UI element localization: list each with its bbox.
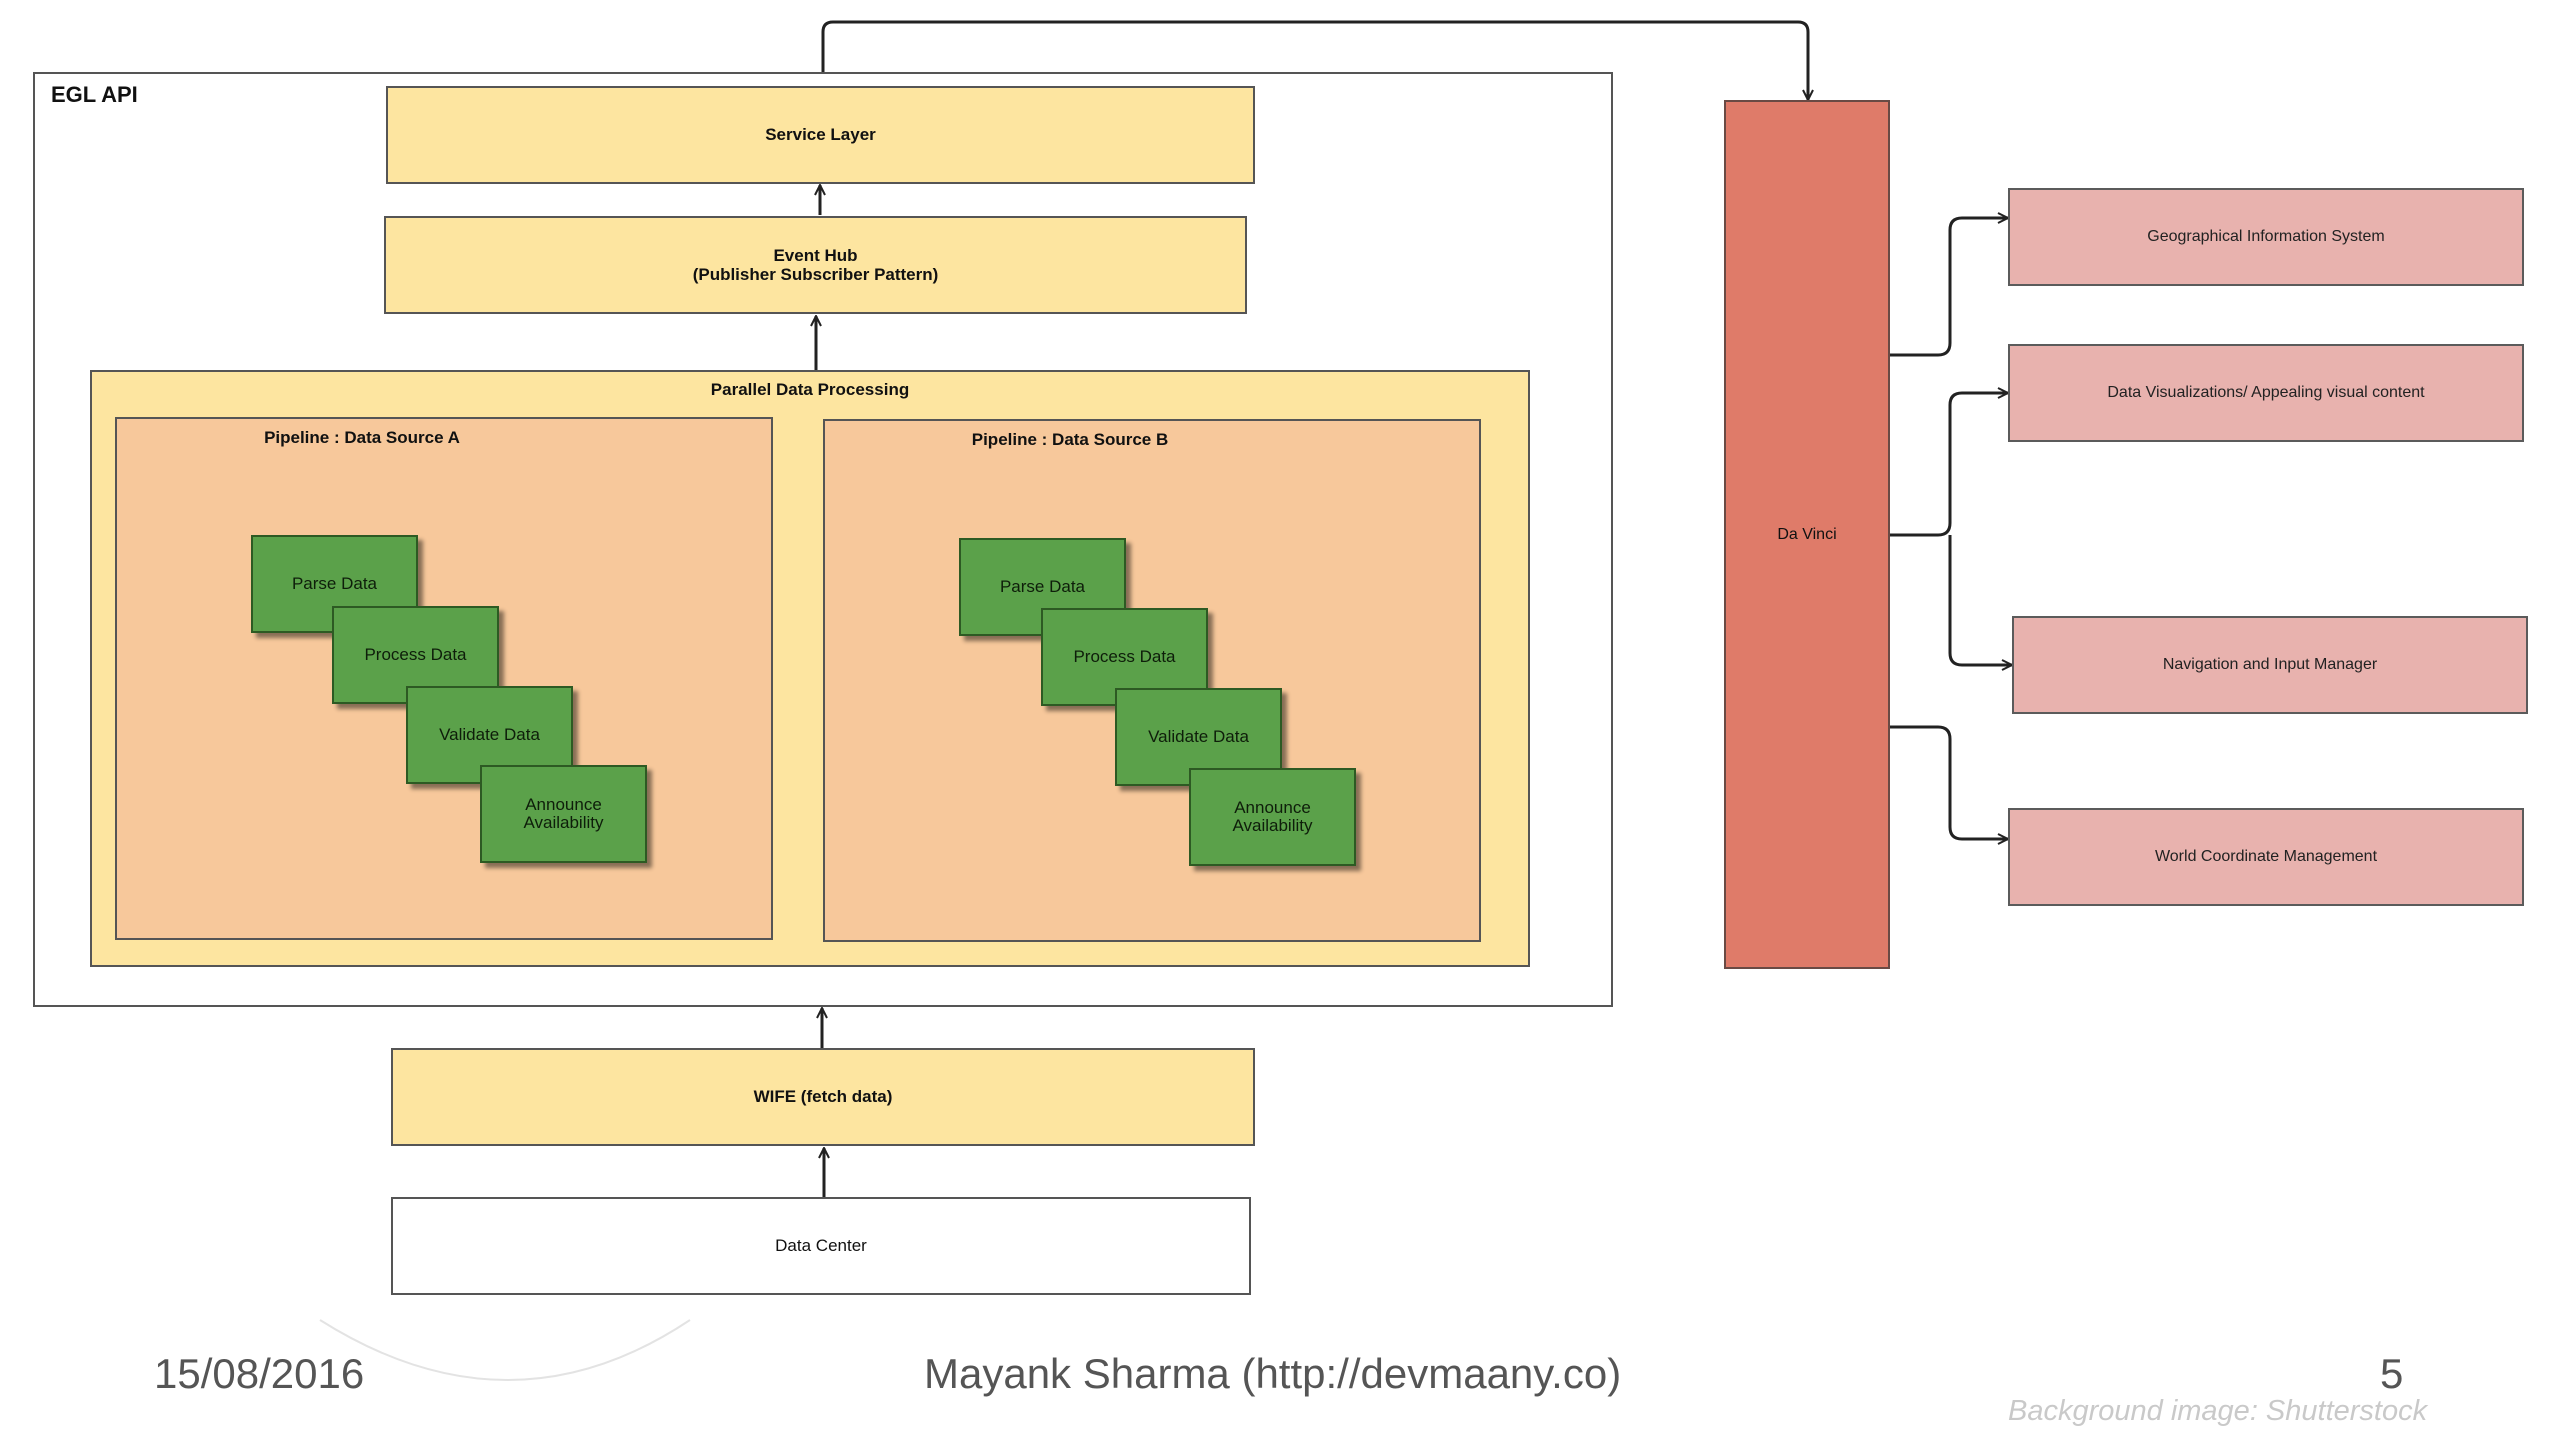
pipeline-b-title: Pipeline : Data Source B bbox=[971, 430, 1169, 449]
pipeline-a-announce-line2: Availability bbox=[523, 813, 604, 832]
davinci-to-gis-arrow bbox=[1890, 218, 2008, 357]
service-layer-box: Service Layer bbox=[386, 86, 1255, 184]
decorative-arc bbox=[319, 1319, 691, 1381]
module-geographical-information-system: Geographical Information System bbox=[2008, 188, 2524, 286]
wife-box: WIFE (fetch data) bbox=[391, 1048, 1255, 1146]
da-vinci-box: Da Vinci bbox=[1724, 100, 1890, 969]
pipeline-a-title: Pipeline : Data Source A bbox=[264, 428, 460, 447]
egl-api-container: EGL API bbox=[33, 72, 1613, 1007]
footer-page-number: 5 bbox=[2380, 1350, 2404, 1397]
davinci-to-world-arrow bbox=[1890, 725, 2008, 839]
event-hub-title: Event Hub bbox=[773, 246, 858, 265]
pipeline-b-announce-line1: Announce bbox=[1234, 798, 1311, 817]
pipeline-b-announce-line2: Availability bbox=[1232, 816, 1313, 835]
davinci-to-navigation-arrow bbox=[1948, 535, 2012, 665]
pipeline-a-announce-availability: Announce Availability bbox=[480, 765, 647, 863]
davinci-to-dataviz-arrow bbox=[1890, 393, 2008, 537]
egl-api-label: EGL API bbox=[51, 82, 138, 107]
module-navigation-input-manager: Navigation and Input Manager bbox=[2012, 616, 2528, 714]
egl-to-davinci-arrow bbox=[821, 20, 1808, 100]
event-hub-box: Event Hub (Publisher Subscriber Pattern) bbox=[384, 216, 1247, 314]
parallel-processing-title: Parallel Data Processing bbox=[710, 380, 910, 399]
event-hub-subtitle: (Publisher Subscriber Pattern) bbox=[692, 265, 939, 284]
module-data-visualizations: Data Visualizations/ Appealing visual co… bbox=[2008, 344, 2524, 442]
data-center-box: Data Center bbox=[391, 1197, 1251, 1295]
footer-author: Mayank Sharma (http://devmaany.co) bbox=[924, 1350, 1622, 1397]
pipeline-a-announce-line1: Announce bbox=[525, 795, 602, 814]
footer-image-credit: Background image: Shutterstock bbox=[2008, 1395, 2428, 1427]
pipeline-b-announce-availability: Announce Availability bbox=[1189, 768, 1356, 866]
module-world-coordinate-management: World Coordinate Management bbox=[2008, 808, 2524, 906]
footer-date: 15/08/2016 bbox=[154, 1350, 365, 1397]
